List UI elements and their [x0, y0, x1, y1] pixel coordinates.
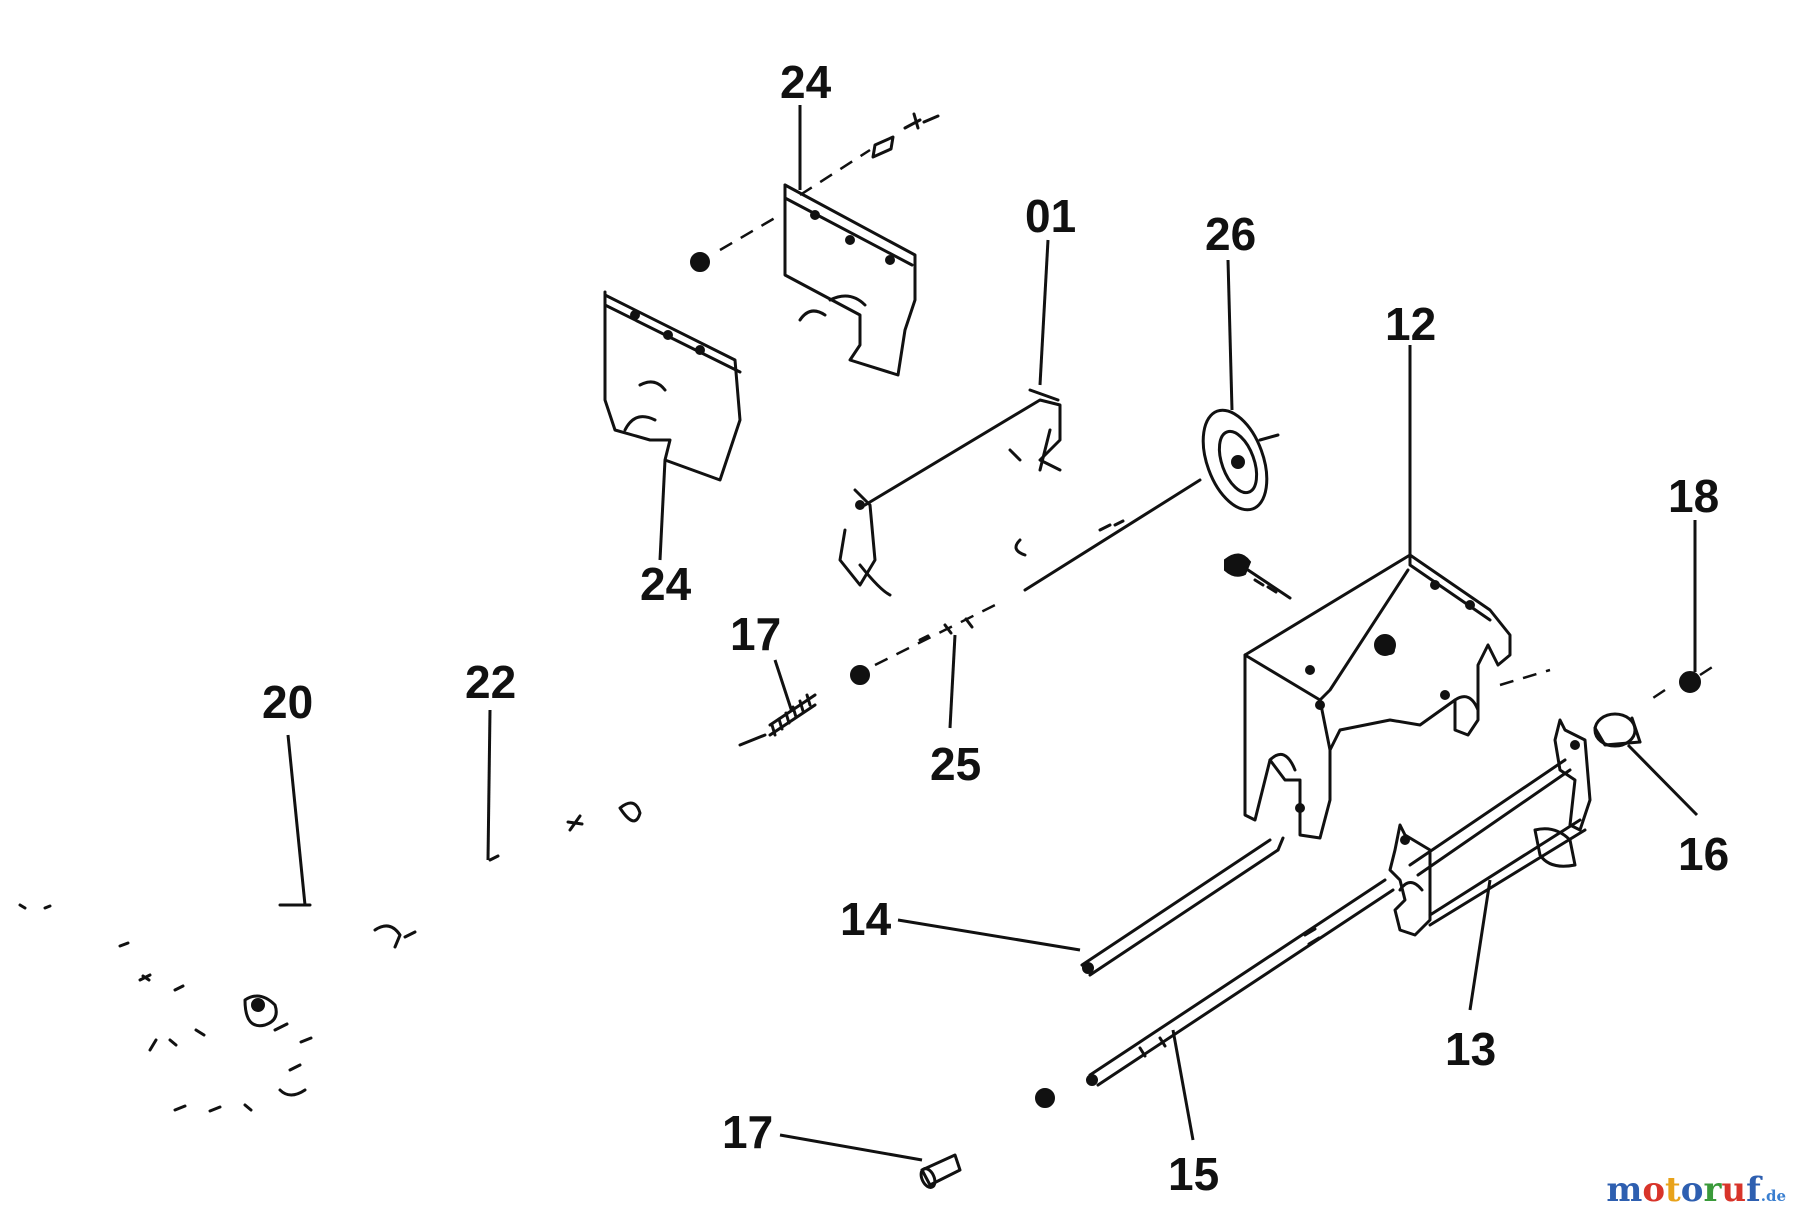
callout-17-lower: 17 — [722, 1106, 773, 1158]
watermark-suffix: .de — [1760, 1187, 1786, 1205]
part-25-shaft — [850, 603, 996, 685]
part-13-fork — [1388, 718, 1592, 937]
callout-17-upper: 17 — [730, 608, 781, 660]
part-12-main-bracket — [1224, 553, 1551, 840]
watermark-letter: o — [1642, 1170, 1666, 1210]
watermark-letter: u — [1721, 1170, 1747, 1210]
watermark-letter: o — [1680, 1170, 1704, 1210]
callout-25: 25 — [930, 738, 981, 790]
watermark-logo: motoruf.de — [1606, 1170, 1786, 1210]
watermark-letter: f — [1746, 1170, 1761, 1210]
watermark-letter: r — [1703, 1170, 1722, 1210]
part-17-lower-pin — [919, 1153, 962, 1189]
callout-24-lower: 24 — [640, 558, 692, 610]
callout-20: 20 — [262, 676, 313, 728]
part-18-nut — [1649, 660, 1721, 702]
part-20-assembly — [18, 903, 417, 1113]
part-22-clip — [488, 801, 642, 862]
callout-14: 14 — [840, 893, 892, 945]
callout-13: 13 — [1445, 1023, 1496, 1075]
part-24-lower-bracket — [603, 290, 742, 482]
callout-16: 16 — [1678, 828, 1729, 880]
part-01-shaft — [838, 388, 1202, 597]
part-16-washer — [1593, 712, 1642, 748]
callout-26: 26 — [1205, 208, 1256, 260]
callout-22: 22 — [465, 656, 516, 708]
part-17-upper-spring — [738, 693, 817, 747]
callout-01: 01 — [1025, 190, 1076, 242]
part-14-rod — [1080, 836, 1285, 977]
callout-15: 15 — [1168, 1148, 1219, 1200]
part-15-rod — [1035, 878, 1395, 1108]
part-24-upper-bracket — [690, 112, 940, 377]
callout-24-upper: 24 — [780, 56, 832, 108]
callout-18: 18 — [1668, 470, 1719, 522]
callout-labels: 24 24 01 26 12 18 17 25 20 22 16 14 13 1… — [262, 56, 1729, 1200]
callout-12: 12 — [1385, 298, 1436, 350]
part-26-bearing — [1201, 408, 1280, 512]
watermark-letter: t — [1665, 1170, 1681, 1210]
leader-lines — [286, 105, 1699, 1162]
watermark-letter: m — [1606, 1170, 1643, 1210]
